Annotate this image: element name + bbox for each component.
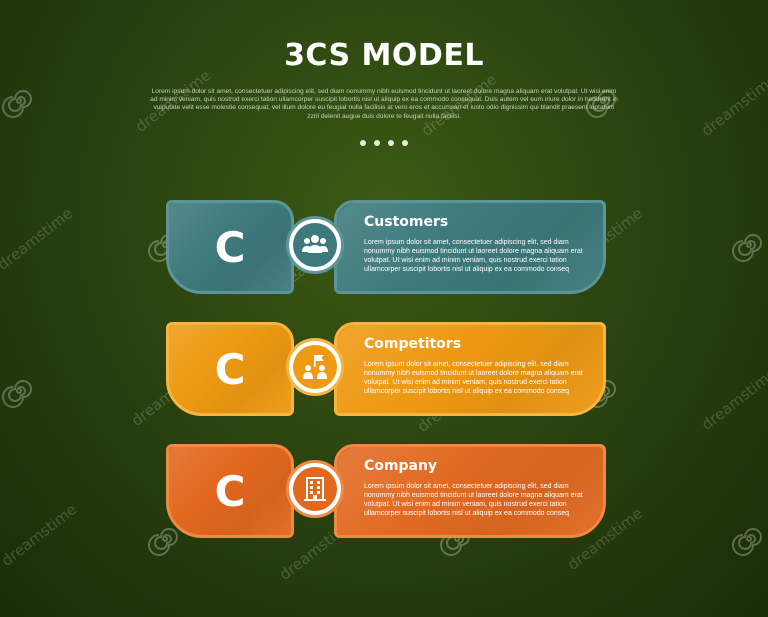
watermark-spiral-icon xyxy=(732,234,762,262)
divider-dot xyxy=(360,140,366,146)
item-title: Company xyxy=(364,458,438,474)
watermark-spiral-icon xyxy=(586,90,616,118)
watermark-spiral-icon xyxy=(2,380,32,408)
watermark-text: dreamstime xyxy=(698,70,768,140)
item-description: Lorem ipsum dolor sit amet, consectetuer… xyxy=(364,239,583,273)
watermark-text: dreamstime xyxy=(0,204,77,274)
model-item-customers: C Customers Lorem ipsum dolor sit amet, … xyxy=(166,200,606,294)
watermark-text: dreamstime xyxy=(698,364,768,434)
subtitle-text: Lorem ipsum dolor sit amet, consectetuer… xyxy=(150,88,618,120)
divider-dot xyxy=(388,140,394,146)
item-description: Lorem ipsum dolor sit amet, consectetuer… xyxy=(364,361,583,395)
content-panel xyxy=(334,322,606,416)
dots-divider xyxy=(360,140,408,148)
content-panel xyxy=(334,200,606,294)
people-group-icon xyxy=(302,235,328,253)
item-letter: C xyxy=(214,466,246,516)
model-item-competitors: C Competitors Lorem ipsum dolor sit amet… xyxy=(166,322,606,416)
item-letter: C xyxy=(214,344,246,394)
item-title: Customers xyxy=(364,214,449,230)
content-panel xyxy=(334,444,606,538)
page-title: 3CS MODEL xyxy=(284,38,484,73)
watermark-text: dreamstime xyxy=(0,500,81,570)
icon-badge xyxy=(286,216,344,274)
watermark-spiral-icon xyxy=(2,90,32,118)
watermark-spiral-icon xyxy=(732,528,762,556)
item-letter: C xyxy=(214,222,246,272)
item-description: Lorem ipsum dolor sit amet, consectetuer… xyxy=(364,483,583,517)
building-icon xyxy=(304,477,326,501)
flag-competitors-icon xyxy=(303,355,327,379)
divider-dot xyxy=(402,140,408,146)
watermark-spiral-icon xyxy=(148,528,178,556)
letter-tab xyxy=(166,322,294,416)
model-item-company: C Company Lorem ipsum dolor sit amet, co… xyxy=(166,444,606,538)
icon-badge xyxy=(286,338,344,396)
icon-badge xyxy=(286,460,344,518)
watermark-spiral-icon xyxy=(148,234,178,262)
item-title: Competitors xyxy=(364,336,462,352)
divider-dot xyxy=(374,140,380,146)
letter-tab xyxy=(166,444,294,538)
